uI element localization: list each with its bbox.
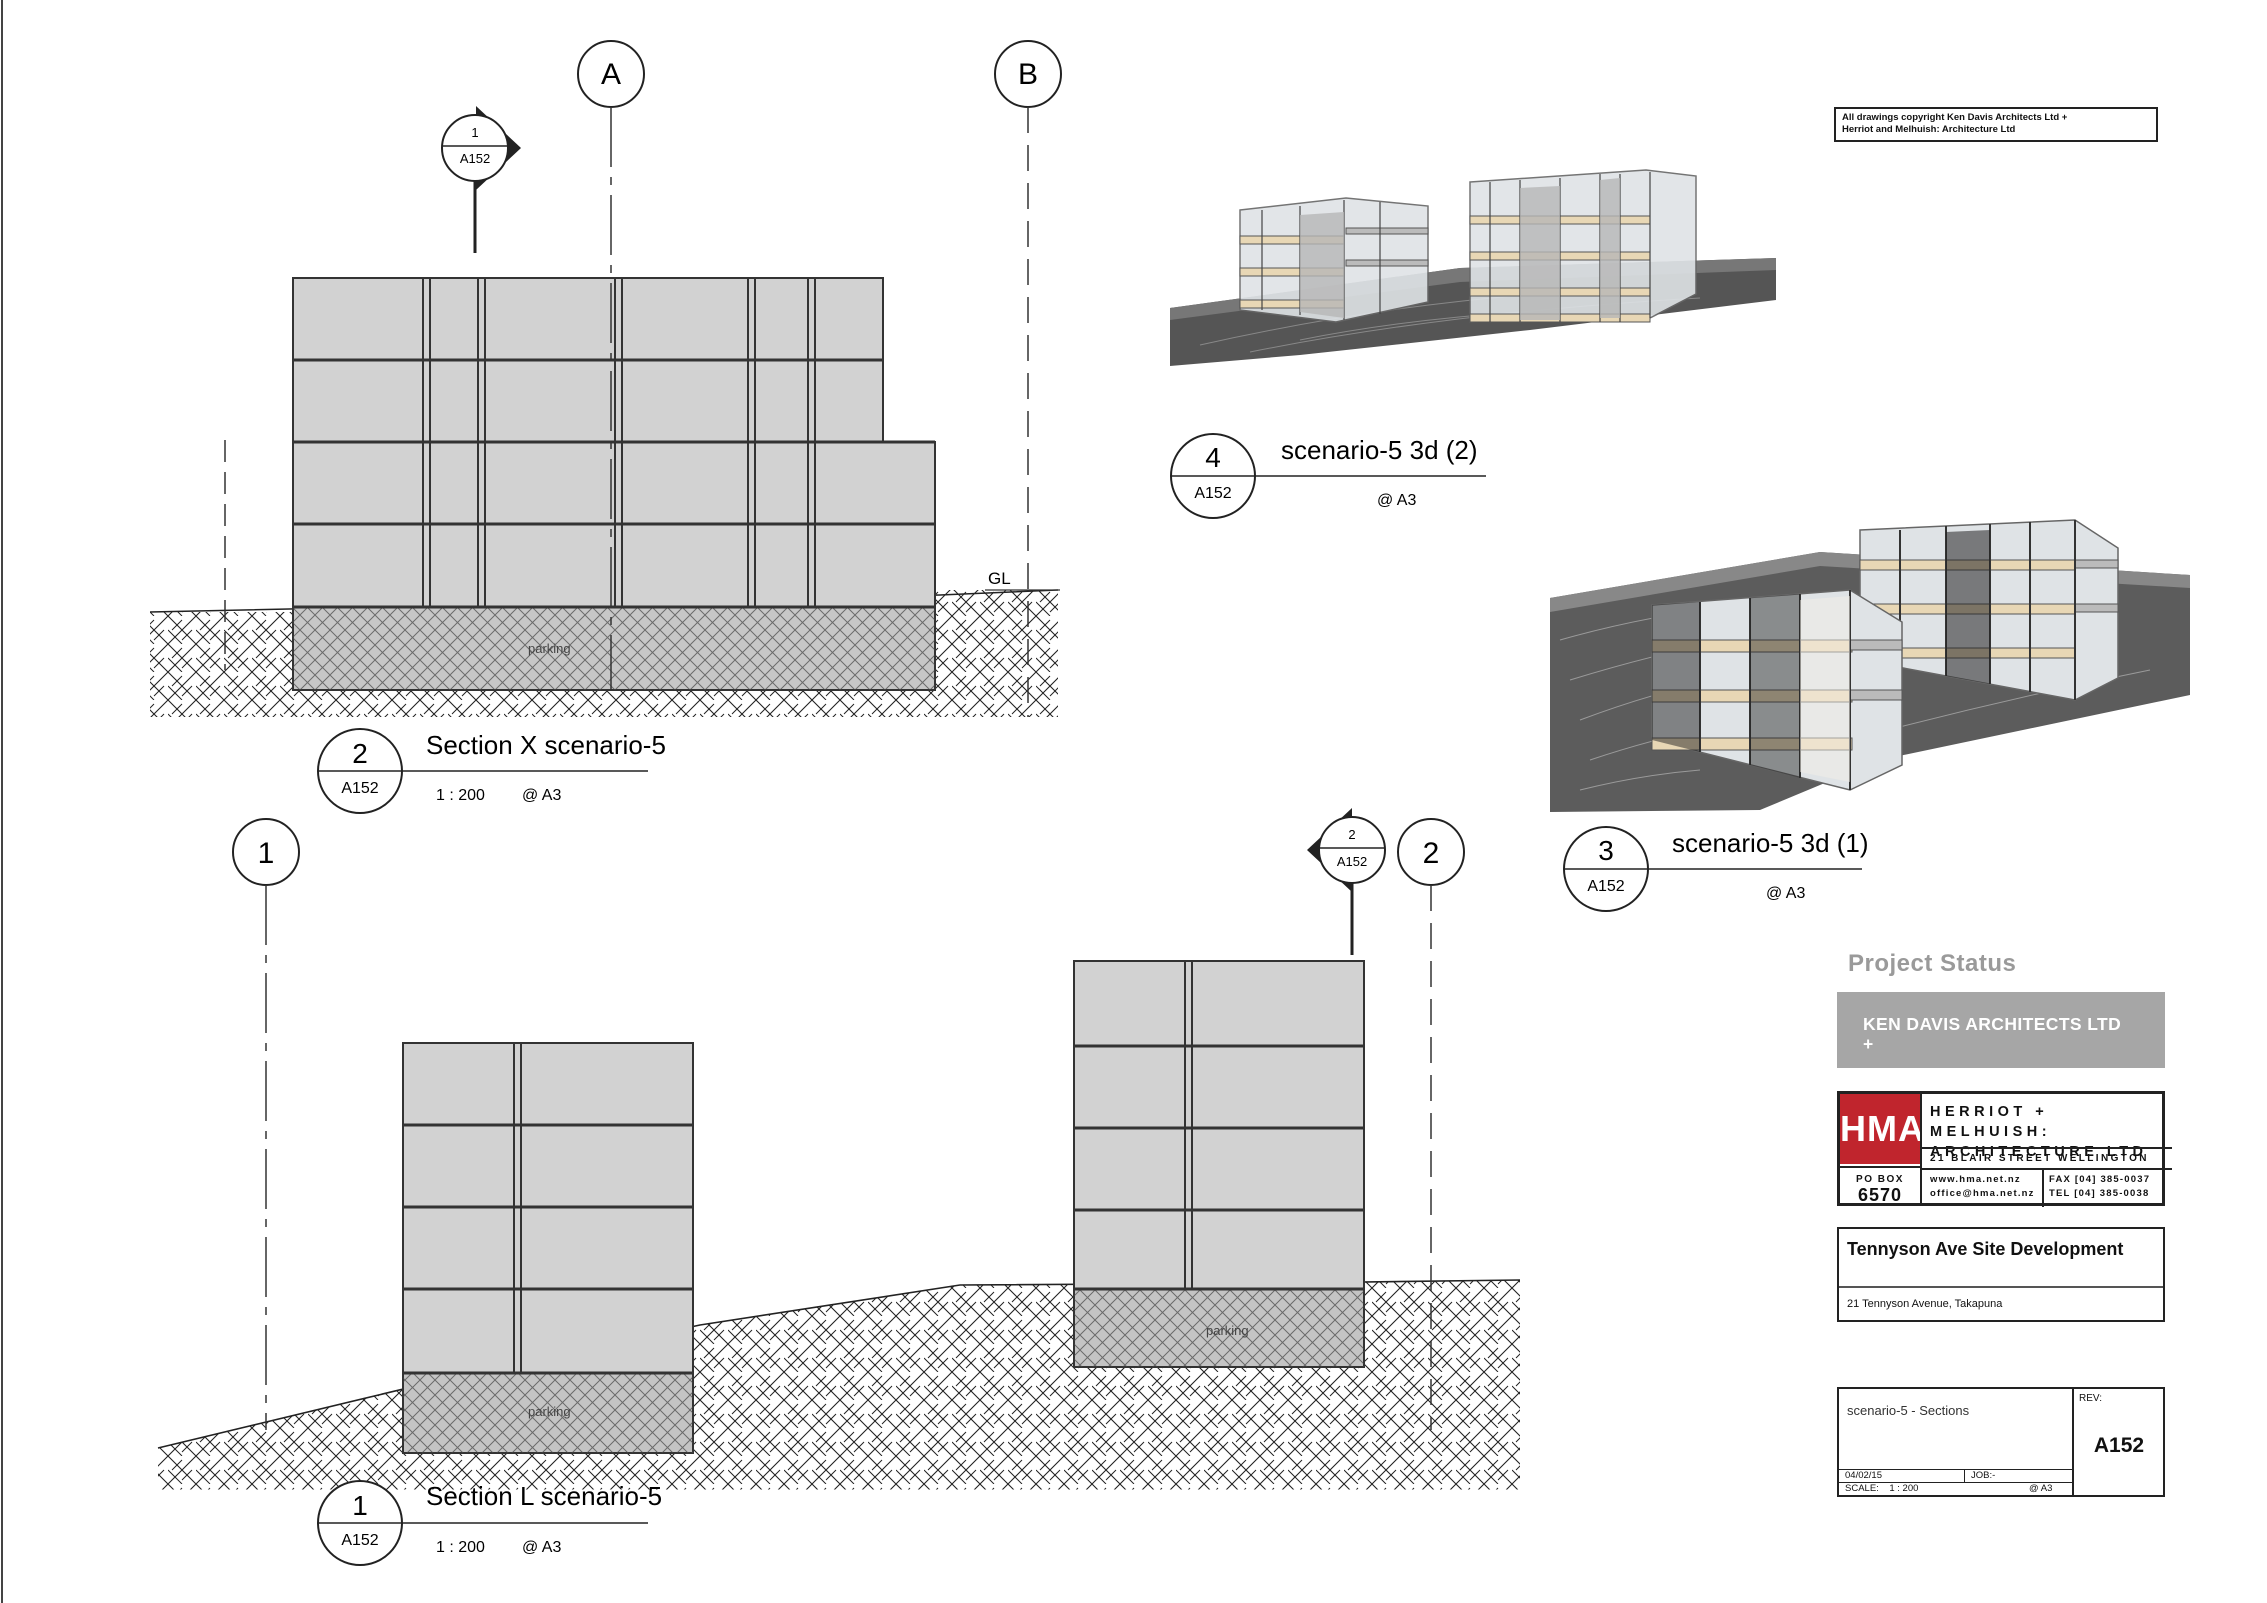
section-l-drawing: parking parking bbox=[157, 960, 1521, 1491]
grid-marker-a: A bbox=[577, 40, 645, 690]
ground-level-label: GL bbox=[988, 569, 1011, 588]
section-x-drawing: parking GL bbox=[149, 277, 1060, 717]
project-title: Tennyson Ave Site Development bbox=[1847, 1239, 2124, 1259]
svg-text:A152: A152 bbox=[1337, 854, 1367, 869]
svg-text:@ A3: @ A3 bbox=[522, 1539, 561, 1556]
drawing-2-title: Section X scenario-5 bbox=[426, 730, 666, 760]
svg-text:@ A3: @ A3 bbox=[1377, 492, 1416, 509]
svg-text:4: 4 bbox=[1205, 442, 1221, 473]
grid-marker-2: 2 bbox=[1397, 818, 1465, 1430]
svg-text:A152: A152 bbox=[460, 151, 490, 166]
po-box: PO BOX 6570 bbox=[1840, 1166, 1920, 1206]
svg-text:2: 2 bbox=[352, 738, 368, 769]
copyright-note: All drawings copyright Ken Davis Archite… bbox=[1834, 107, 2158, 142]
building-right bbox=[1073, 960, 1365, 1290]
svg-text:@ A3: @ A3 bbox=[1766, 885, 1805, 902]
project-status-heading: Project Status bbox=[1848, 950, 2017, 977]
svg-text:B: B bbox=[1018, 58, 1038, 91]
ground-hatch bbox=[150, 590, 1058, 717]
section-marker-top[interactable]: 1 A152 bbox=[441, 106, 521, 253]
section-marker-bottom[interactable]: 2 A152 bbox=[1307, 808, 1386, 955]
job-label: JOB:- bbox=[1971, 1470, 1996, 1481]
hma-address: 21 BLAIR STREET WELLINGTON bbox=[1920, 1147, 2172, 1170]
architect-banner: KEN DAVIS ARCHITECTS LTD + bbox=[1837, 992, 2165, 1068]
svg-text:2: 2 bbox=[1348, 827, 1355, 842]
grid-marker-1: 1 bbox=[232, 818, 300, 1430]
svg-text:A152: A152 bbox=[341, 1532, 378, 1549]
svg-text:2: 2 bbox=[1423, 837, 1440, 870]
parking-label-right: parking bbox=[1206, 1323, 1249, 1338]
svg-text:A152: A152 bbox=[1194, 485, 1231, 502]
sheet-title: scenario-5 - Sections bbox=[1847, 1403, 1970, 1418]
drawing-1-title: Section L scenario-5 bbox=[426, 1481, 662, 1511]
svg-text:@ A3: @ A3 bbox=[522, 787, 561, 804]
svg-text:1 : 200: 1 : 200 bbox=[436, 1539, 485, 1556]
project-info-block: Tennyson Ave Site Development 21 Tennyso… bbox=[1837, 1227, 2165, 1322]
drawing-date: 04/02/15 bbox=[1845, 1470, 1882, 1481]
hma-contact-web: www.hma.net.nz office@hma.net.nz bbox=[1930, 1174, 2035, 1199]
drawing-4-title: scenario-5 3d (2) bbox=[1281, 435, 1478, 465]
scale-info: SCALE: 1 : 200 bbox=[1845, 1483, 1919, 1494]
sheet-info-block: scenario-5 - Sections REV: A152 04/02/15… bbox=[1837, 1387, 2165, 1497]
view-title-3d-1: 3 A152 scenario-5 3d (1) @ A3 bbox=[1563, 826, 1869, 912]
parking-label-left: parking bbox=[528, 1404, 571, 1419]
drawing-3-title: scenario-5 3d (1) bbox=[1672, 828, 1869, 858]
svg-text:1: 1 bbox=[258, 837, 275, 870]
hma-contact-phone: FAX [04] 385-0037 TEL [04] 385-0038 bbox=[2042, 1170, 2150, 1207]
view-title-section-x: 2 A152 Section X scenario-5 1 : 200 @ A3 bbox=[317, 728, 666, 814]
svg-text:A: A bbox=[601, 58, 621, 91]
3d-view-1 bbox=[1550, 519, 2190, 812]
grid-marker-b: B bbox=[994, 40, 1062, 717]
svg-text:1 : 200: 1 : 200 bbox=[436, 787, 485, 804]
hma-logo-block: HMA PO BOX 6570 HERRIOT + MELHUISH: ARCH… bbox=[1837, 1091, 2172, 1207]
svg-text:3: 3 bbox=[1598, 835, 1614, 866]
paper-size: @ A3 bbox=[2029, 1483, 2053, 1494]
svg-text:1: 1 bbox=[471, 125, 478, 140]
3d-view-2 bbox=[1170, 169, 1776, 366]
sheet-number: A152 bbox=[2093, 1434, 2145, 1457]
view-title-section-l: 1 A152 Section L scenario-5 1 : 200 @ A3 bbox=[317, 1480, 662, 1566]
svg-text:A152: A152 bbox=[341, 780, 378, 797]
view-title-3d-2: 4 A152 scenario-5 3d (2) @ A3 bbox=[1170, 433, 1486, 519]
svg-text:A152: A152 bbox=[1587, 878, 1624, 895]
revision-label: REV: bbox=[2079, 1393, 2102, 1404]
parking-label: parking bbox=[528, 641, 571, 656]
project-address: 21 Tennyson Avenue, Takapuna bbox=[1847, 1298, 2003, 1310]
hma-logo: HMA bbox=[1840, 1094, 1924, 1164]
svg-text:1: 1 bbox=[352, 1490, 368, 1521]
